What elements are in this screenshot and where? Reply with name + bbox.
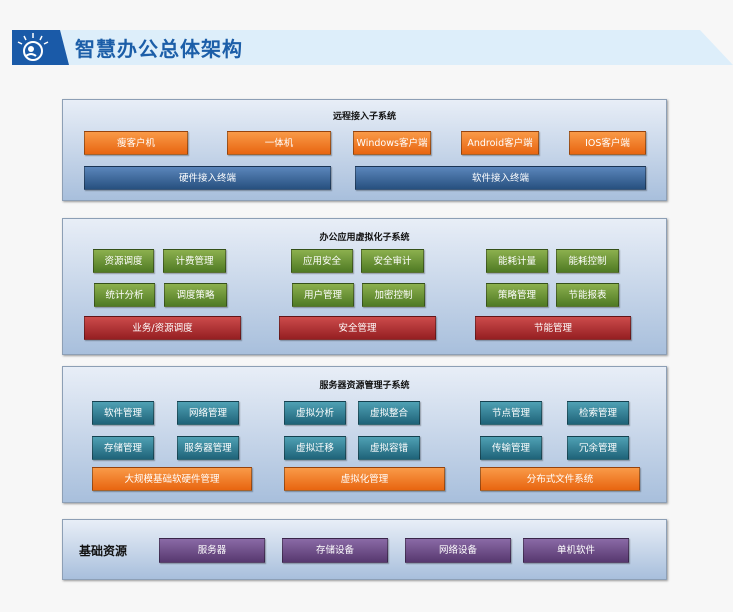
function-box: 服务器管理 — [177, 436, 239, 460]
panel-title: 服务器资源管理子系统 — [319, 381, 410, 391]
function-box: 虚拟迁移 — [284, 436, 346, 460]
resource-box: 单机软件 — [523, 538, 629, 563]
function-box: 调度策略 — [164, 283, 227, 307]
function-box: 能耗计量 — [486, 249, 548, 273]
header-band — [12, 30, 733, 65]
group-box: 安全管理 — [279, 316, 436, 340]
function-box: 虚拟分析 — [284, 401, 346, 425]
function-box: 策略管理 — [486, 283, 548, 307]
terminal-box: 软件接入终端 — [355, 166, 646, 190]
function-box: 检索管理 — [567, 401, 629, 425]
function-box: 虚拟容错 — [358, 436, 420, 460]
function-box: 冗余管理 — [567, 436, 629, 460]
function-box: 节点管理 — [480, 401, 542, 425]
function-box: 资源调度 — [93, 249, 154, 273]
client-box: Windows客户端 — [353, 131, 431, 155]
function-box: 能耗控制 — [556, 249, 619, 273]
client-box: Android客户端 — [461, 131, 539, 155]
function-box: 用户管理 — [292, 283, 354, 307]
group-box: 大规模基础软硬件管理 — [92, 467, 252, 491]
function-box: 虚拟整合 — [358, 401, 420, 425]
function-box: 传输管理 — [480, 436, 542, 460]
remote-access-panel: 远程接入子系统 瘦客户机 一体机 Windows客户端 Android客户端 I… — [62, 99, 667, 201]
resource-box: 服务器 — [159, 538, 265, 563]
terminal-box: 硬件接入终端 — [84, 166, 331, 190]
group-box: 业务/资源调度 — [84, 316, 241, 340]
client-box: 瘦客户机 — [84, 131, 188, 155]
page-title: 智慧办公总体架构 — [75, 37, 243, 61]
client-box: 一体机 — [227, 131, 331, 155]
function-box: 网络管理 — [177, 401, 239, 425]
base-resources-panel: 基础资源 服务器 存储设备 网络设备 单机软件 — [62, 519, 667, 580]
function-box: 统计分析 — [94, 283, 155, 307]
group-box: 节能管理 — [475, 316, 631, 340]
panel-title: 基础资源 — [79, 544, 128, 558]
group-box: 虚拟化管理 — [284, 467, 445, 491]
group-box: 分布式文件系统 — [480, 467, 640, 491]
globe-person-icon — [12, 30, 69, 65]
function-box: 应用安全 — [291, 249, 353, 273]
resource-box: 存储设备 — [282, 538, 388, 563]
client-box: IOS客户端 — [569, 131, 646, 155]
function-box: 存储管理 — [92, 436, 154, 460]
function-box: 软件管理 — [92, 401, 154, 425]
function-box: 加密控制 — [362, 283, 425, 307]
function-box: 节能报表 — [556, 283, 619, 307]
panel-title: 办公应用虚拟化子系统 — [319, 233, 410, 243]
function-box: 安全审计 — [361, 249, 424, 273]
resource-box: 网络设备 — [405, 538, 511, 563]
panel-title: 远程接入子系统 — [332, 112, 396, 122]
office-virtualization-panel: 办公应用虚拟化子系统 资源调度 计费管理 应用安全 安全审计 能耗计量 能耗控制… — [62, 218, 667, 355]
function-box: 计费管理 — [163, 249, 226, 273]
server-resource-panel: 服务器资源管理子系统 软件管理 网络管理 虚拟分析 虚拟整合 节点管理 检索管理… — [62, 366, 667, 503]
